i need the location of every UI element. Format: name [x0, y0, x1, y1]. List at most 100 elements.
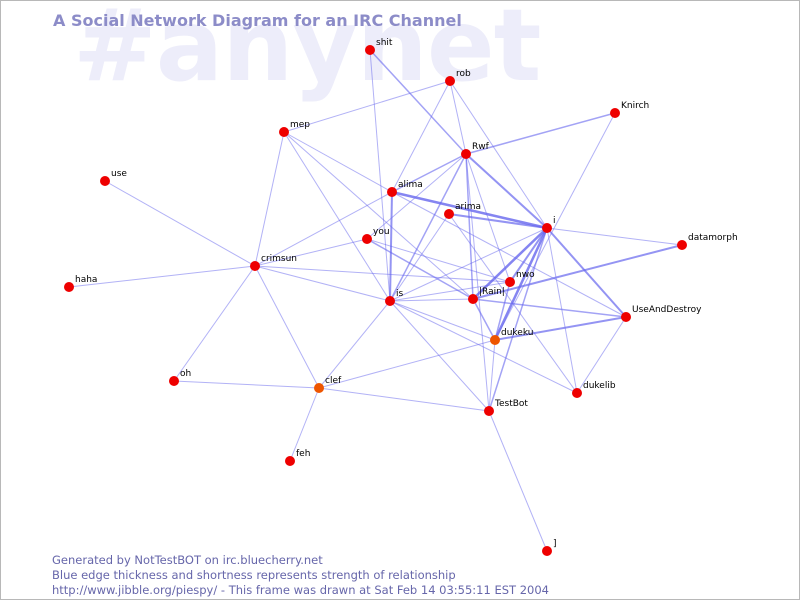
node-dot	[572, 388, 582, 398]
edge-dukeku-TestBot	[488, 339, 496, 412]
node-label: alima	[398, 180, 423, 190]
edge-Rwf-alima	[391, 153, 467, 193]
edge-i-datamorph	[546, 227, 683, 246]
node-layer: shitrobKnirchmepRwfusealimaarimaiyoudata…	[64, 38, 738, 556]
node-i: i	[542, 216, 556, 233]
node-dot	[279, 127, 289, 137]
edge-nwo-dukeku	[494, 281, 511, 341]
node-haha: haha	[64, 275, 97, 292]
node-dot	[677, 240, 687, 250]
edge-Rwf-TestBot	[465, 153, 490, 412]
node-dot	[314, 383, 324, 393]
node-label: arima	[455, 202, 481, 212]
edge-clef-feh	[289, 387, 320, 462]
node-rob: rob	[445, 69, 471, 86]
edge-is-dukelib	[389, 300, 578, 394]
node-label: TestBot	[494, 399, 528, 409]
node-dot	[505, 277, 515, 287]
node-label: Rwf	[472, 142, 490, 152]
edge-alima-UseAndDestroy	[391, 191, 627, 318]
node-bracket: ]	[542, 539, 557, 556]
node-label: dukelib	[583, 381, 616, 391]
edge-Rwf-nwo	[465, 153, 511, 283]
node-label: ]	[553, 539, 557, 549]
node-label: rob	[456, 69, 471, 79]
node-crimsun: crimsun	[250, 254, 297, 271]
edge-UseAndDestroy-dukelib	[576, 316, 627, 394]
edge-crimsun-nwo	[254, 265, 511, 283]
node-dot	[64, 282, 74, 292]
edge-i-dukeku	[493, 227, 549, 341]
edge-crimsun-is	[254, 265, 391, 302]
footer-legend-line: Blue edge thickness and shortness repres…	[52, 568, 456, 582]
node-dot	[387, 187, 397, 197]
edge-arima-i	[448, 213, 548, 229]
edge-crimsun-oh	[173, 265, 256, 382]
edge-nwo-is	[389, 281, 511, 302]
node-dot	[250, 261, 260, 271]
node-arima: arima	[444, 202, 481, 219]
edge-clef-oh	[173, 380, 320, 389]
edge-clef-TestBot	[318, 387, 490, 412]
edge-Rain-UseAndDestroy	[472, 298, 627, 318]
edge-alima-crimsun	[254, 191, 393, 267]
edge-i-Rain	[472, 227, 548, 300]
edge-i-dukelib	[546, 227, 578, 394]
edge-UseAndDestroy-dukeku	[494, 316, 627, 341]
node-dot	[490, 335, 500, 345]
node-dot	[542, 223, 552, 233]
footer-generator-line: Generated by NotTestBOT on irc.bluecherr…	[52, 553, 323, 567]
edge-Rain-dukeku	[472, 298, 496, 341]
edge-rob-alima	[391, 80, 451, 193]
edge-rob-mep	[283, 80, 451, 133]
node-dot	[461, 149, 471, 159]
node-UseAndDestroy: UseAndDestroy	[621, 305, 702, 322]
node-dot	[169, 376, 179, 386]
node-dot	[542, 546, 552, 556]
edge-mep-alima	[283, 131, 393, 193]
edge-crimsun-haha	[68, 265, 256, 288]
node-clef: clef	[314, 376, 342, 393]
node-label: use	[111, 169, 127, 179]
edge-Rwf-Rain	[465, 153, 474, 300]
node-dot	[610, 108, 620, 118]
node-dukeku: dukeku	[490, 328, 533, 345]
node-dot	[100, 176, 110, 186]
node-label: you	[373, 227, 390, 237]
edge-you-crimsun	[254, 238, 368, 267]
edge-use-crimsun	[104, 180, 256, 267]
node-label: datamorph	[688, 233, 738, 243]
edge-Rain-is	[389, 298, 474, 302]
node-dot	[385, 296, 395, 306]
footer: Generated by NotTestBOT on irc.bluecherr…	[52, 553, 549, 598]
edge-shit-Rwf	[369, 49, 467, 155]
node-label: Knirch	[621, 101, 649, 111]
edge-you-Rain	[366, 238, 474, 300]
edge-alima-i	[391, 190, 548, 230]
node-label: nwo	[516, 270, 535, 280]
edge-is-TestBot	[389, 300, 490, 412]
node-label: haha	[75, 275, 97, 285]
node-dot	[468, 294, 478, 304]
edge-shit-is	[369, 49, 391, 302]
node-feh: feh	[285, 449, 310, 466]
node-dot	[285, 456, 295, 466]
node-oh: oh	[169, 369, 191, 386]
node-dot	[444, 209, 454, 219]
node-dot	[445, 76, 455, 86]
edge-i-nwo	[509, 227, 548, 283]
node-dot	[362, 234, 372, 244]
edge-Knirch-dukeku	[494, 112, 616, 341]
edge-is-clef	[318, 300, 391, 389]
edge-crimsun-clef	[254, 265, 320, 389]
edge-you-nwo	[366, 238, 511, 283]
node-label: feh	[296, 449, 310, 459]
footer-url-line: http://www.jibble.org/piespy/ - This fra…	[52, 583, 549, 597]
edge-Knirch-Rwf	[465, 112, 616, 155]
node-datamorph: datamorph	[677, 233, 738, 250]
edge-mep-Rain	[283, 131, 474, 300]
node-dukelib: dukelib	[572, 381, 616, 398]
node-Knirch: Knirch	[610, 101, 649, 118]
